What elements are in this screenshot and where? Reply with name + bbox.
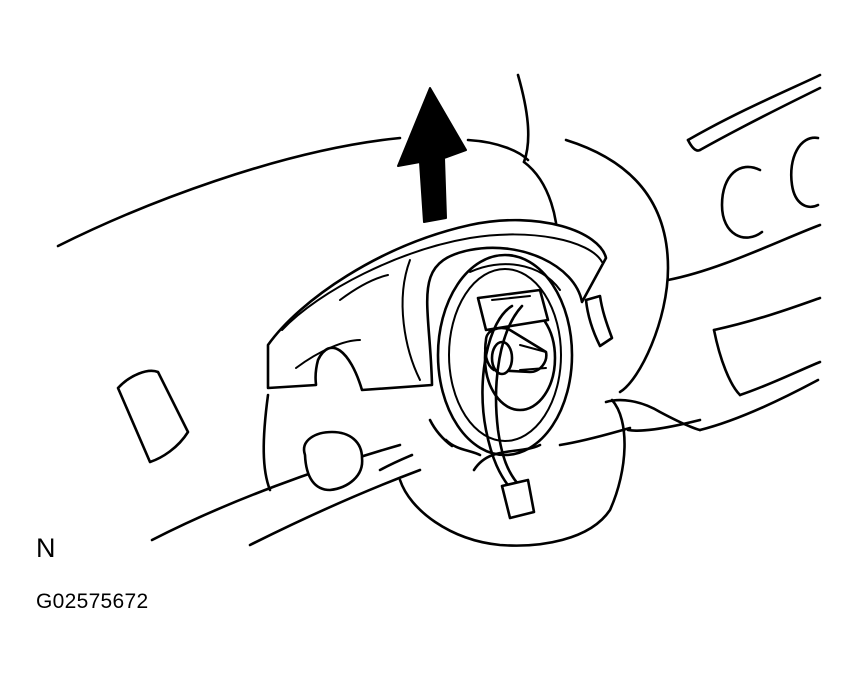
wire-harness — [481, 304, 536, 520]
lever-boss — [302, 430, 364, 492]
instrument-panel — [56, 73, 822, 432]
figure-code: G02575672 — [36, 590, 149, 613]
view-label: N — [36, 533, 56, 563]
steering-column-body — [150, 393, 632, 547]
up-arrow-icon — [397, 87, 467, 223]
column-switch-knob — [116, 369, 190, 464]
spiral-cable-assembly — [428, 253, 574, 472]
upper-column-cover — [266, 218, 614, 392]
